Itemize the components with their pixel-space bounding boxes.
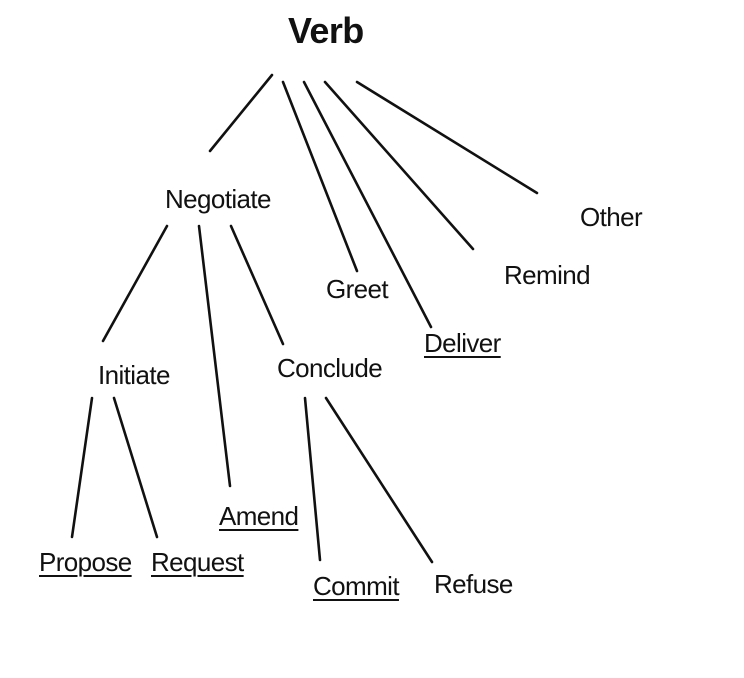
node-negotiate: Negotiate (165, 184, 272, 214)
node-commit: Commit (313, 571, 400, 601)
edge-root-greet (281, 80, 359, 273)
node-greet: Greet (326, 274, 389, 304)
node-refuse: Refuse (434, 569, 513, 599)
node-other: Other (580, 202, 643, 232)
node-conclude: Conclude (277, 353, 383, 383)
node-deliver: Deliver (424, 328, 501, 358)
edge-negotiate-initiate (101, 224, 169, 343)
node-remind: Remind (504, 260, 591, 290)
edge-initiate-request (112, 396, 159, 539)
edge-root-other (355, 80, 539, 195)
node-request: Request (151, 547, 244, 577)
edge-negotiate-amend (197, 224, 232, 488)
node-amend: Amend (219, 501, 299, 531)
node-verb: Verb (288, 10, 364, 51)
edge-root-negotiate (208, 73, 274, 153)
edge-root-deliver (302, 80, 433, 329)
node-initiate: Initiate (98, 360, 170, 390)
node-propose: Propose (39, 547, 132, 577)
edge-negotiate-conclude (229, 224, 285, 346)
edge-conclude-refuse (324, 396, 434, 564)
edge-conclude-commit (303, 396, 322, 562)
edge-initiate-propose (70, 396, 94, 539)
edge-root-remind (323, 80, 475, 251)
